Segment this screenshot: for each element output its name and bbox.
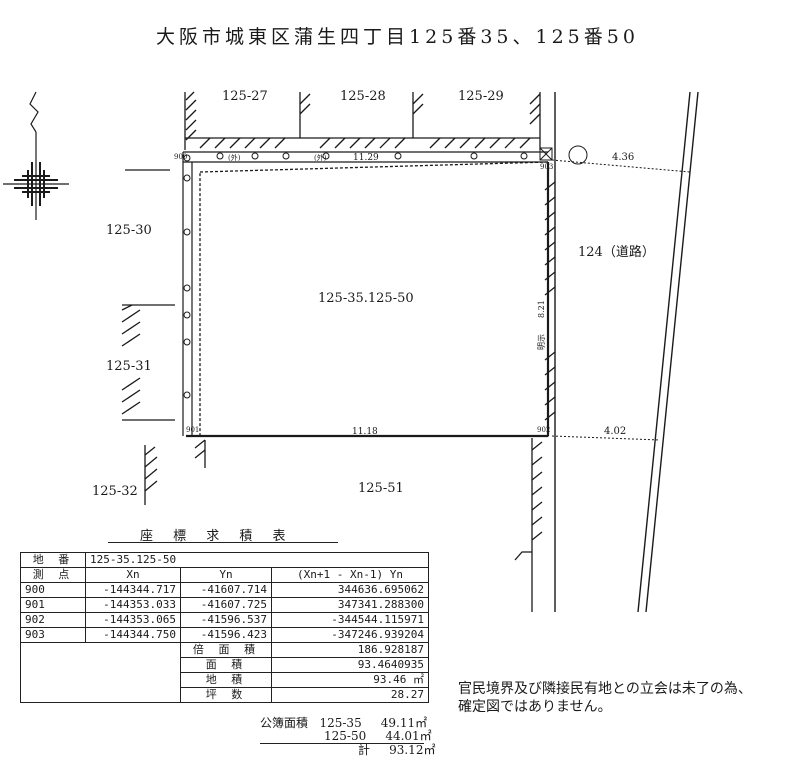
public-registry-value: 44.01㎡ [385, 729, 432, 743]
cell-yn: -41596.537 [180, 612, 272, 628]
header-calc: (Xn+1 - Xn-1) Yn [271, 567, 429, 583]
disclaimer-line-1: 官民境界及び隣接民有地との立会は未了の為、 [458, 681, 752, 697]
cell-yn: -41607.714 [180, 582, 272, 598]
coordinate-area-table: 地 番 125-35.125-50 測 点 Xn Yn (Xn+1 - Xn-1… [20, 552, 429, 703]
summary-row: 倍 面 積 186.928187 [20, 642, 429, 703]
wall-mark-a: (外) [228, 153, 241, 162]
header-point: 測 点 [20, 567, 86, 583]
public-registry-name: 125-50 [324, 729, 367, 743]
summary-label: 地 積 [180, 672, 272, 688]
summary-row: 坪 数 28.27 [21, 687, 429, 703]
cell-xn: -144344.717 [85, 582, 181, 598]
dimension-road-bottom: 4.02 [604, 426, 626, 437]
page-title: 大阪市城東区蒲生四丁目125番35、125番50 [156, 26, 639, 48]
header-xn: Xn [85, 567, 181, 583]
dimension-east: 8.21 [537, 300, 546, 318]
cell-point: 903 [20, 627, 86, 643]
cell-point: 902 [20, 612, 86, 628]
cell-point: 901 [20, 597, 86, 613]
disclaimer-line-2: 確定図ではありません。 [458, 699, 612, 715]
dimension-north: 11.29 [353, 153, 379, 163]
boundary-posts [183, 145, 588, 399]
cell-xn: -144344.750 [85, 627, 181, 643]
cell-point: 900 [20, 582, 86, 598]
cell-xn: -144353.033 [85, 597, 181, 613]
public-registry-total-value: 93.12㎡ [389, 743, 436, 757]
summary-value: 93.4640935 [271, 657, 429, 673]
wall-mark-b: (外) [314, 153, 327, 162]
cell-yn: -41596.423 [180, 627, 272, 643]
disclaimer-note: 官民境界及び隣接民有地との立会は未了の為、 確定図ではありません。 [458, 680, 752, 716]
table-header-row: 測 点 Xn Yn (Xn+1 - Xn-1) Yn [20, 567, 429, 583]
cell-xn: -144353.065 [85, 612, 181, 628]
point-label-903: 903 [540, 163, 553, 171]
summary-value: 28.27 [271, 687, 429, 703]
summary-blank [20, 642, 181, 703]
summary-label: 面 積 [180, 657, 272, 673]
table-row: 900 -144344.717 -41607.714 344636.695062 [20, 582, 429, 598]
public-registry-value: 49.11㎡ [380, 716, 428, 730]
parcel-label-road: 124（道路） [578, 244, 655, 260]
dimension-south: 11.18 [352, 427, 378, 437]
road-offset-lines [551, 159, 691, 441]
table-row: 901 -144353.033 -41607.725 347341.288300 [20, 597, 429, 613]
parcel-label-west-2: 125-31 [106, 359, 152, 374]
parcel-label: 地 番 [20, 552, 86, 568]
point-label-901: 901 [186, 426, 199, 434]
table-title: 座 標 求 積 表 [140, 529, 294, 544]
parcel-label-north-3: 125-29 [458, 89, 504, 104]
cell-calc: 344636.695062 [271, 582, 429, 598]
parcel-label-subject: 125-35.125-50 [318, 291, 414, 306]
parcel-label-south: 125-51 [358, 481, 404, 496]
public-registry-total-label: 計 [358, 743, 371, 757]
header-yn: Yn [180, 567, 272, 583]
table-row: 902 -144353.065 -41596.537 -344544.11597… [20, 612, 429, 628]
summary-label: 坪 数 [180, 687, 272, 703]
table-title-underline [108, 542, 338, 543]
cell-yn: -41607.725 [180, 597, 272, 613]
table-row: 地 番 125-35.125-50 [20, 552, 429, 568]
summary-label: 倍 面 積 [180, 642, 272, 658]
dimension-road-top: 4.36 [612, 152, 634, 163]
parcel-label-north-2: 125-28 [340, 89, 386, 104]
summary-value: 93.46 ㎡ [271, 672, 429, 688]
cell-calc: -344544.115971 [271, 612, 429, 628]
wall-band [182, 151, 548, 436]
point-label-902: 902 [537, 426, 550, 434]
parcel-label-west-1: 125-30 [106, 223, 152, 238]
parcel-label-north-1: 125-27 [222, 89, 268, 104]
parcel-label-southwest: 125-32 [92, 484, 138, 499]
east-note: 明示 [537, 334, 546, 350]
cell-calc: -347246.939204 [271, 627, 429, 643]
parcel-value: 125-35.125-50 [85, 552, 429, 568]
compass-rose-icon [3, 91, 69, 220]
public-registry-name: 125-35 [319, 716, 362, 730]
public-registry-area: 公簿面積 125-35 49.11㎡ 125-50 44.01㎡ 計 93.12… [260, 717, 435, 757]
road-boundary-lines [554, 91, 699, 613]
point-label-900: 900 [174, 153, 187, 161]
table-row: 903 -144344.750 -41596.423 -347246.93920… [20, 627, 429, 643]
public-registry-label: 公簿面積 [260, 716, 309, 730]
cell-calc: 347341.288300 [271, 597, 429, 613]
summary-value: 186.928187 [271, 642, 429, 658]
corner-marker-903-icon [539, 147, 553, 161]
neighbour-boundary-hatching [121, 91, 556, 612]
